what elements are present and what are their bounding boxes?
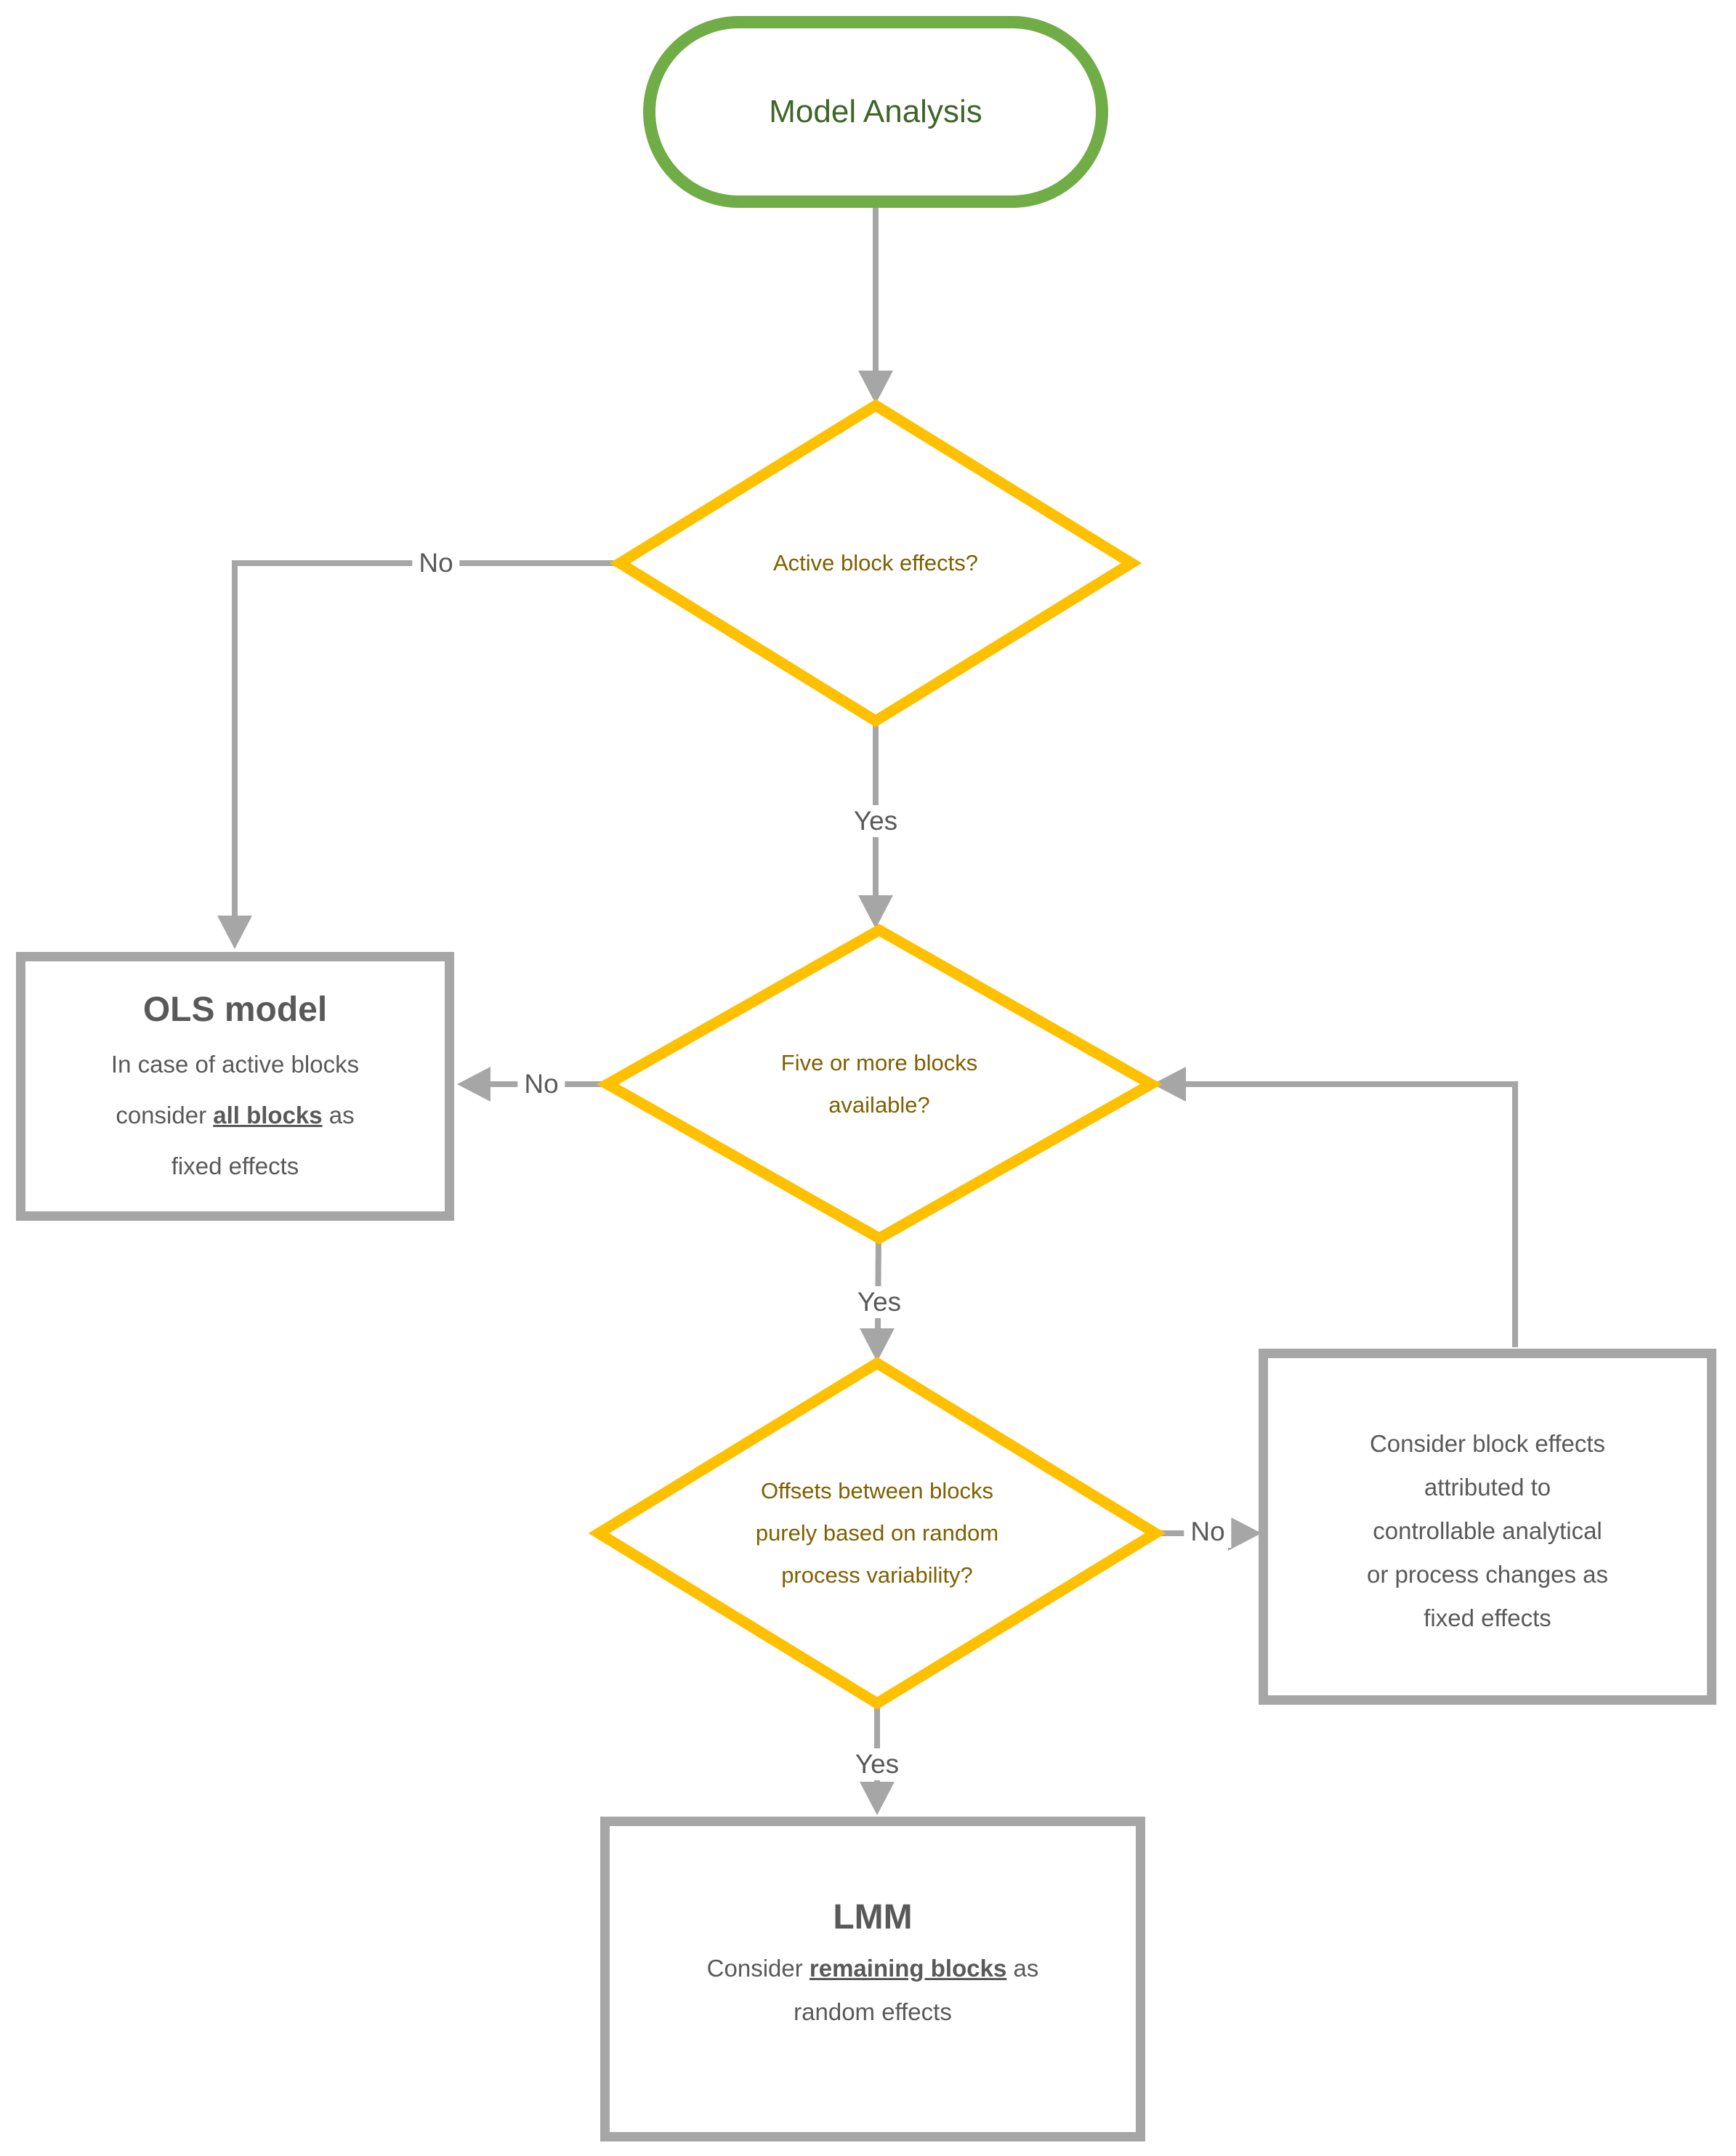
arrowhead-into-d2-top bbox=[858, 895, 893, 929]
branch-label-yes-1: Yes bbox=[847, 805, 905, 837]
decision-3-question-line-3: process variability? bbox=[781, 1562, 973, 1588]
ols-line2-pre: consider bbox=[116, 1102, 214, 1129]
decision-diamond-five-blocks bbox=[596, 924, 1163, 1245]
branch-label-yes-3: Yes bbox=[848, 1748, 906, 1780]
decision-3-question: Offsets between blocks purely based on r… bbox=[623, 1470, 1131, 1596]
ols-line2-emphasis: all blocks bbox=[213, 1102, 323, 1129]
lmm-line1-post: as bbox=[1006, 1954, 1039, 1982]
fixed-effects-box: Consider block effects attributed to con… bbox=[1259, 1349, 1716, 1705]
arrowhead-into-lmm-top bbox=[860, 1782, 895, 1815]
decision-2-question: Five or more blocks available? bbox=[625, 1042, 1134, 1126]
connector-d1-no-to-ols bbox=[232, 560, 620, 916]
ols-model-title: OLS model bbox=[142, 990, 328, 1029]
ols-line2-post: as bbox=[322, 1102, 355, 1129]
branch-label-no-3: No bbox=[1184, 1516, 1232, 1548]
arrowhead-into-d2-right bbox=[1152, 1067, 1186, 1102]
branch-label-yes-2: Yes bbox=[850, 1286, 908, 1318]
arrowhead-into-box-left bbox=[1228, 1516, 1261, 1551]
arrowhead-into-d1 bbox=[858, 371, 893, 404]
ols-model-line-2: consider all blocks as bbox=[116, 1090, 354, 1141]
lmm-line1-emphasis: remaining blocks bbox=[809, 1954, 1007, 1982]
lmm-line-1: Consider remaining blocks as bbox=[707, 1947, 1039, 1990]
branch-label-no-1: No bbox=[412, 547, 460, 579]
ols-model-box: OLS model In case of active blocks consi… bbox=[16, 952, 454, 1221]
lmm-line-2: random effects bbox=[794, 1998, 952, 2025]
ols-model-line-3: fixed effects bbox=[171, 1152, 299, 1179]
lmm-box: LMM Consider remaining blocks as random … bbox=[600, 1817, 1145, 2141]
fixed-effects-line-5: fixed effects bbox=[1424, 1604, 1551, 1631]
start-node-label: Model Analysis bbox=[769, 94, 982, 129]
lmm-line1-pre: Consider bbox=[706, 1954, 810, 1982]
branch-label-no-2: No bbox=[517, 1068, 565, 1100]
ols-model-line-1: In case of active blocks bbox=[110, 1051, 360, 1078]
decision-3-question-line-2: purely based on random bbox=[755, 1520, 999, 1546]
decision-diamond-offsets bbox=[588, 1357, 1166, 1710]
decision-2-question-line-1: Five or more blocks bbox=[780, 1050, 978, 1075]
connector-box-loop-to-d2 bbox=[1184, 1081, 1518, 1347]
start-node: Model Analysis bbox=[643, 16, 1108, 208]
lmm-title: LMM bbox=[833, 1897, 913, 1937]
decision-1-question: Active block effects? bbox=[621, 542, 1130, 584]
fixed-effects-line-4: or process changes as bbox=[1366, 1561, 1608, 1588]
decision-diamond-active-blocks bbox=[609, 399, 1142, 727]
decision-1-question-line: Active block effects? bbox=[772, 550, 978, 576]
arrowhead-into-d3-top bbox=[860, 1328, 895, 1362]
fixed-effects-line-3: controllable analytical bbox=[1373, 1517, 1602, 1544]
fixed-effects-line-2: attributed to bbox=[1424, 1474, 1551, 1501]
decision-2-question-line-2: available? bbox=[828, 1092, 930, 1118]
fixed-effects-line-1: Consider block effects bbox=[1369, 1430, 1606, 1457]
decision-3-question-line-1: Offsets between blocks bbox=[761, 1478, 993, 1503]
arrowhead-into-ols-top bbox=[217, 916, 252, 949]
arrowhead-into-ols-right bbox=[457, 1067, 490, 1102]
